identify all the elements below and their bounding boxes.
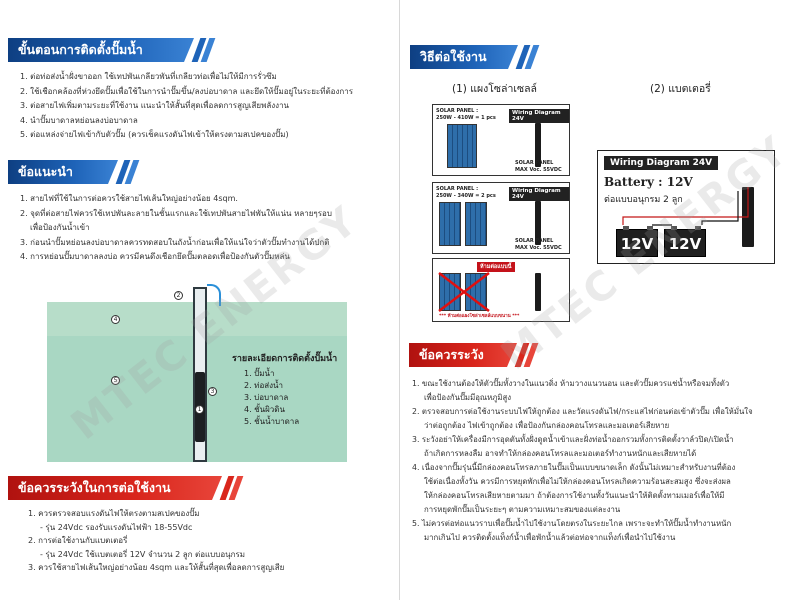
solar-footer-voc: MAX Voc. 55VDC bbox=[515, 167, 562, 173]
list-item: 4. การหย่อนปั๊มบาดาลลงบ่อ ควรมีคนดึงเชือ… bbox=[20, 252, 290, 261]
connection-caution-header: ข้อควรระวังในการต่อใช้งาน bbox=[8, 476, 222, 500]
warnings-header: ข้อควรระวัง bbox=[409, 343, 517, 367]
solar-spec-title: SOLAR PANEL : bbox=[436, 186, 479, 192]
diagram-legend: รายละเอียดการติดตั้งปั๊มน้ำ 1. ปั๊มน้ำ 2… bbox=[232, 353, 337, 428]
list-item: ให้กล่องคอนโทรลเสียหายตามมา ถ้าต้องการใช… bbox=[424, 491, 725, 500]
list-item: 5. ต่อแหล่งจ่ายไฟเข้ากับตัวปั๊ม (ควรเช็ค… bbox=[20, 130, 289, 139]
list-item: - รุ่น 24Vdc รองรับแรงดันไฟฟ้า 18-55Vdc bbox=[40, 522, 193, 532]
wrong-wiring-badge: ห้ามต่อแบบนี้ bbox=[477, 262, 515, 272]
list-item: มากเกินไป ควรติดตั้งแท็งก์น้ำเพื่อพักน้ำ… bbox=[424, 533, 676, 542]
install-steps-title: ขั้นตอนการติดตั้งปั๊มน้ำ bbox=[18, 42, 143, 57]
list-item: ใช้ต่อเนื่องทั้งวัน ควรมีการหยุดพักเพื่อ… bbox=[424, 477, 731, 486]
list-item: 1. ต่อท่อส่งน้ำฝั่งขาออก ใช้เทปพันเกลียว… bbox=[20, 72, 277, 81]
list-item: 2. ตรวจสอบการต่อใช้งานระบบไฟให้ถูกต้อง แ… bbox=[412, 407, 753, 416]
list-item: 5. ไม่ควรต่อท่อแนวราบเพื่อปั๊มน้ำไปใช้งา… bbox=[412, 519, 732, 528]
advice-title: ข้อแนะนำ bbox=[18, 164, 73, 179]
marker-4: 4 bbox=[111, 315, 120, 324]
wrong-wiring-note: *** ห้ามต่อแผงโซล่าเซลล์แบบขนาน *** bbox=[439, 314, 520, 319]
battery-12v-2: 12V bbox=[664, 226, 706, 257]
diagram-legend-title: รายละเอียดการติดตั้งปั๊มน้ำ bbox=[232, 354, 338, 364]
list-item: 3. ระวังอย่าให้เครื่องมีการอุดตันทั้งฝั่… bbox=[412, 435, 734, 444]
cross-icon bbox=[438, 272, 490, 312]
connection-caution-list: 1. ควรตรวจสอบแรงดันไฟให้ตรงตามสเปคของปั๊… bbox=[28, 507, 284, 575]
wiring-diagram-badge: Wiring Diagram 24V bbox=[604, 156, 719, 170]
list-item: 2. การต่อใช้งานกับแบตเตอรี่ bbox=[28, 536, 128, 545]
pump-illustration bbox=[535, 123, 541, 167]
solar-panel-illustration bbox=[439, 273, 461, 311]
list-item: 3. ต่อสายไฟเพิ่มตามระยะที่ใช้งาน แนะนำให… bbox=[20, 101, 290, 110]
list-item: - รุ่น 24Vdc ใช้แบตเตอรี่ 12V จำนวน 2 ลู… bbox=[40, 549, 246, 559]
pump-illustration bbox=[535, 273, 541, 311]
legend-item: 5. ชั้นน้ำบาดาล bbox=[244, 417, 300, 426]
solar-footer-voc: MAX Voc. 55VDC bbox=[515, 245, 562, 251]
list-item: เพื่อป้องกันปั๊มมีอุณหภูมิสูง bbox=[424, 393, 512, 402]
usage-title: วิธีต่อใช้งาน bbox=[420, 49, 487, 64]
solar-spec-title: SOLAR PANEL : bbox=[436, 108, 479, 114]
battery-voltage-label: Battery : 12V bbox=[604, 175, 693, 189]
list-item: 3. ควรใช้สายไฟเส้นใหญ่อย่างน้อย 4sqm และ… bbox=[28, 563, 285, 572]
list-item: 2. จุดที่ต่อสายไฟควรใช้เทปพันละลายในชั้น… bbox=[20, 208, 332, 218]
usage-header: วิธีต่อใช้งาน bbox=[410, 45, 518, 69]
solar-spec-value: 250W - 340W = 2 pcs bbox=[436, 193, 496, 199]
solar-wiring-diagram-2: SOLAR PANEL : 250W - 340W = 2 pcs Wiring… bbox=[432, 182, 570, 254]
battery-section-label: (2) แบตเตอรี่ bbox=[650, 83, 711, 95]
solar-wiring-diagram-1: SOLAR PANEL : 250W - 410W = 1 pcs Wiring… bbox=[432, 104, 570, 176]
install-steps-list: 1. ต่อท่อส่งน้ำฝั่งขาออก ใช้เทปพันเกลียว… bbox=[20, 70, 353, 143]
list-item: 4. เนื่องจากปั๊มรุ่นนี้มีกล่องคอนโทรลภาย… bbox=[412, 463, 736, 472]
legend-item: 3. บ่อบาดาล bbox=[244, 393, 289, 402]
marker-2: 2 bbox=[174, 291, 183, 300]
solar-panel-illustration bbox=[465, 202, 487, 246]
wiring-diagram-badge: Wiring Diagram 24V bbox=[509, 187, 569, 201]
solar-footer: SOLAR PANEL bbox=[515, 238, 554, 244]
solar-wiring-diagram-wrong: ห้ามต่อแบบนี้ *** ห้ามต่อแผงโซล่าเซลล์แบ… bbox=[432, 258, 570, 322]
battery-12v-1: 12V bbox=[616, 226, 658, 257]
pump-install-diagram: 2 4 5 1 3 bbox=[47, 282, 347, 462]
advice-list: 1. สายไฟที่ใช้ในการต่อควรใช้สายไฟเส้นใหญ… bbox=[20, 192, 332, 265]
legend-item: 4. ชั้นผิวดิน bbox=[244, 405, 285, 414]
warnings-list: 1. ขณะใช้งานต้องให้ตัวปั๊มทั้งวางในแนวดิ… bbox=[412, 377, 753, 545]
list-item: เพื่อป้องกันน้ำเข้า bbox=[30, 223, 90, 232]
wiring-diagram-badge: Wiring Diagram 24V bbox=[509, 109, 569, 123]
legend-item: 2. ท่อส่งน้ำ bbox=[244, 381, 284, 390]
list-item: ถ้าเกิดการหลงลืม อาจทำให้กล่องคอนโทรลและ… bbox=[424, 449, 697, 458]
install-steps-header: ขั้นตอนการติดตั้งปั๊มน้ำ bbox=[8, 38, 194, 62]
solar-panel-illustration bbox=[439, 202, 461, 246]
solar-footer: SOLAR PANEL bbox=[515, 160, 554, 166]
list-item: 2. ใช้เชือกคล้องที่ห่วงยึดปั๊มเพื่อใช้ใน… bbox=[20, 86, 353, 96]
list-item: 4. นำปั๊มบาดาลหย่อนลงบ่อบาดาล bbox=[20, 115, 138, 125]
list-item: 3. ก่อนนำปั๊มหย่อนลงบ่อบาดาลควรทดสอบในถั… bbox=[20, 237, 330, 247]
pump-illustration bbox=[535, 201, 541, 245]
list-item: 1. ควรตรวจสอบแรงดันไฟให้ตรงตามสเปคของปั๊… bbox=[28, 509, 200, 518]
solar-spec-value: 250W - 410W = 1 pcs bbox=[436, 115, 496, 121]
solar-section-label: (1) แผงโซล่าเซลล์ bbox=[452, 83, 537, 95]
solar-panel-illustration bbox=[465, 273, 487, 311]
marker-5: 5 bbox=[111, 376, 120, 385]
marker-1: 1 bbox=[195, 405, 204, 414]
list-item: การหยุดพักปั๊มเป็นระยะๆ ตามความเหมาะสมขอ… bbox=[424, 505, 621, 514]
list-item: 1. ขณะใช้งานต้องให้ตัวปั๊มทั้งวางในแนวดิ… bbox=[412, 379, 730, 388]
list-item: ว่าต่อถูกต้อง ไฟเข้าถูกต้อง เพื่อป้องกัน… bbox=[424, 421, 670, 430]
solar-panel-illustration bbox=[447, 124, 477, 168]
marker-3: 3 bbox=[208, 387, 217, 396]
page-divider bbox=[399, 0, 400, 600]
list-item: 1. สายไฟที่ใช้ในการต่อควรใช้สายไฟเส้นใหญ… bbox=[20, 194, 238, 203]
warnings-title: ข้อควรระวัง bbox=[419, 347, 484, 362]
advice-header: ข้อแนะนำ bbox=[8, 160, 118, 184]
connection-caution-title: ข้อควรระวังในการต่อใช้งาน bbox=[18, 480, 171, 495]
water-outlet-pipe bbox=[207, 284, 221, 306]
battery-series-label: ต่อแบบอนุกรม 2 ลูก bbox=[604, 195, 683, 205]
legend-item: 1. ปั๊มน้ำ bbox=[244, 369, 275, 378]
battery-wiring-diagram: Wiring Diagram 24V Battery : 12V ต่อแบบอ… bbox=[597, 150, 775, 264]
battery-wiring-lines bbox=[622, 187, 749, 226]
